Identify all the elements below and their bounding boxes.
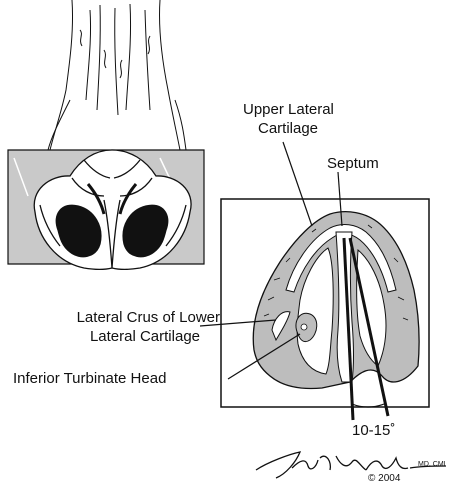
leader-lateral-crus [199, 319, 277, 327]
label-lateral-crus-line2: Lateral Cartilage [89, 328, 200, 345]
label-inferior-turbinate: Inferior Turbinate Head [13, 370, 167, 387]
leader-septum [337, 171, 343, 227]
artist-signature: MD, CMI [255, 451, 447, 479]
nasal-base [33, 149, 192, 271]
svg-text:MD, CMI: MD, CMI [418, 461, 446, 468]
label-lateral-crus-line1: Lateral Crus of Lower [76, 309, 220, 326]
left-nostril [55, 204, 102, 258]
copyright-text: © 2004 [368, 473, 401, 484]
nasal-dorsum-sketch [47, 0, 187, 151]
leader-turbinate [227, 333, 301, 380]
nose-underside-view [7, 0, 205, 271]
label-septum: Septum [327, 155, 379, 172]
upper-lateral-cartilage [285, 224, 397, 293]
leader-lines [199, 141, 343, 380]
left-airway [296, 247, 334, 375]
label-upper-lateral-line1: Upper Lateral [243, 101, 334, 118]
leader-upper-lateral [282, 141, 313, 227]
cross-section-inset [220, 198, 430, 408]
label-angle: 10-15˚ [352, 422, 396, 439]
angle-indicator [342, 237, 390, 421]
right-nostril [122, 204, 169, 258]
label-upper-lateral-line2: Cartilage [258, 120, 319, 137]
